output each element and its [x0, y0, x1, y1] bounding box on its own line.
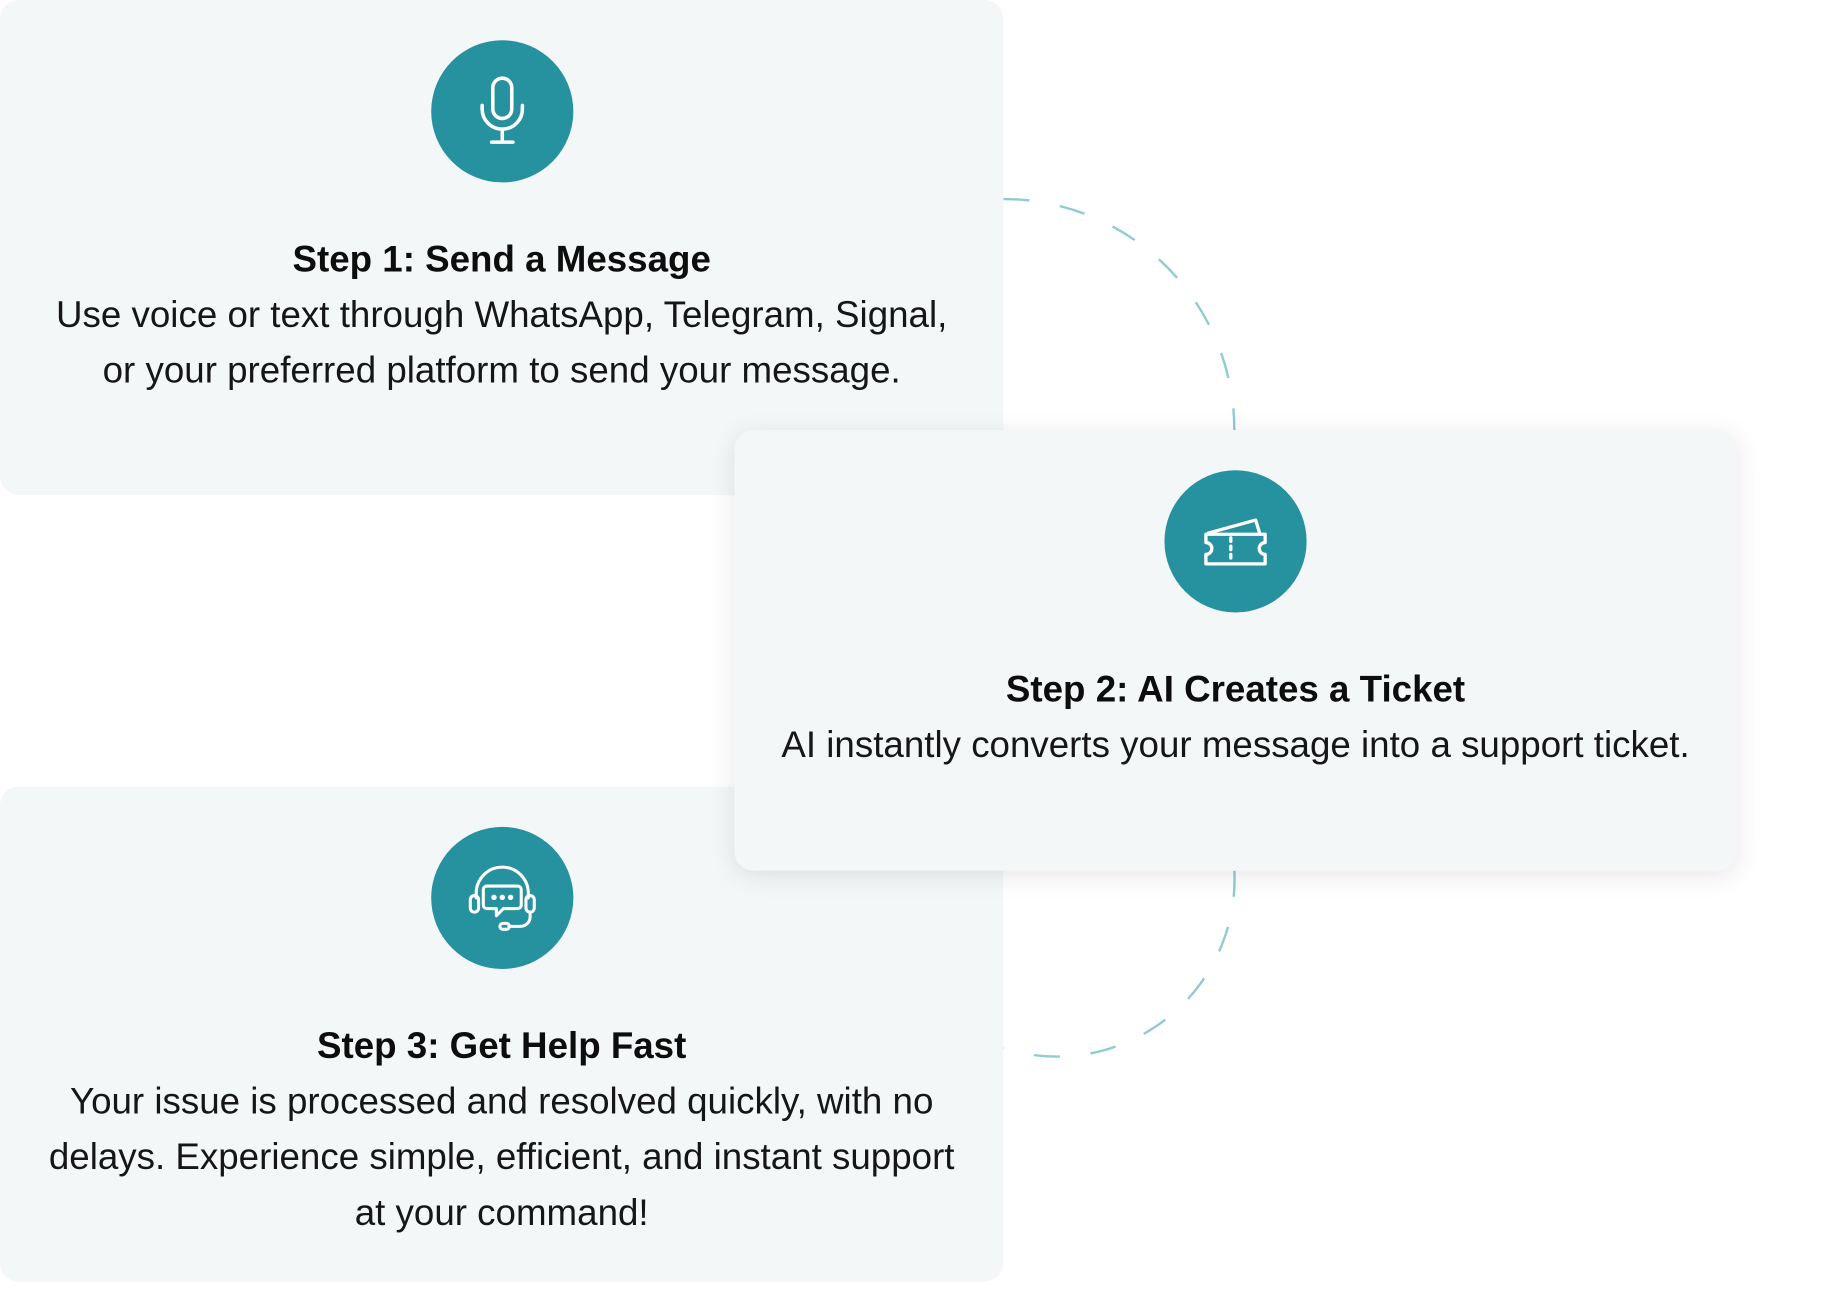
step-card-2: Step 2: AI Creates a Ticket AI instantly…: [734, 430, 1737, 871]
step-3-icon-badge: [430, 826, 573, 970]
step-2-icon-badge: [1164, 470, 1307, 613]
step-3-title: Step 3: Get Help Fast: [316, 1024, 687, 1067]
step-1-description: Use voice or text through WhatsApp, Tele…: [56, 293, 948, 391]
step-2-description: AI instantly converts your message into …: [781, 723, 1690, 766]
step-1-title: Step 1: Send a Message: [292, 238, 711, 280]
step-card-1: Step 1: Send a Message Use voice or text…: [0, 0, 1004, 496]
step-1-icon-badge: [430, 40, 573, 183]
headset-chat-icon: [468, 865, 536, 931]
step-2-title: Step 2: AI Creates a Ticket: [1005, 668, 1466, 710]
step-3-description: Your issue is processed and resolved qui…: [48, 1080, 955, 1234]
ticket-icon: [1204, 518, 1267, 566]
microphone-icon: [479, 76, 524, 144]
